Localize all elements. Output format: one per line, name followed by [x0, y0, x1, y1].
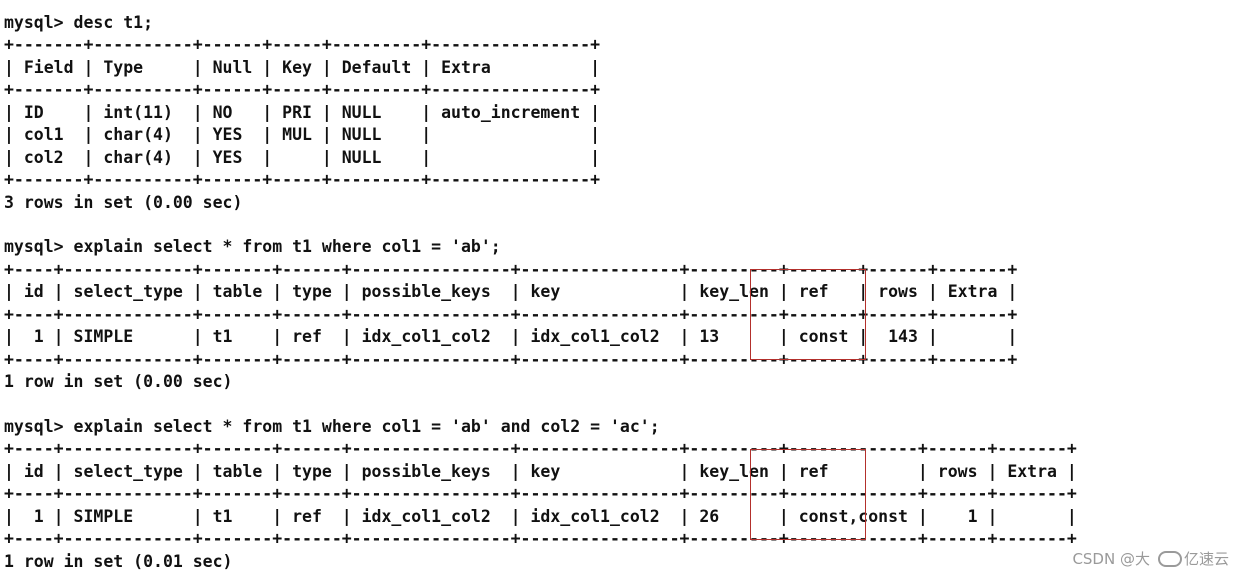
- console-line: +-------+----------+------+-----+-------…: [4, 170, 601, 190]
- key-len-highlight-box: [750, 449, 866, 540]
- console-line: +----+-------------+-------+------+-----…: [4, 439, 1077, 459]
- console-line: +-------+----------+------+-----+-------…: [4, 35, 601, 55]
- console-line: 1 row in set (0.01 sec): [4, 551, 233, 571]
- console-line: | Field | Type | Null | Key | Default | …: [4, 57, 601, 77]
- console-line: +-------+----------+------+-----+-------…: [4, 80, 601, 100]
- console-line: | col1 | char(4) | YES | MUL | NULL | |: [4, 125, 601, 145]
- console-line: +----+-------------+-------+------+-----…: [4, 259, 1018, 279]
- mysql-console-output: mysql> desc t1; +-------+----------+-----…: [4, 12, 1077, 573]
- console-line: | id | select_type | table | type | poss…: [4, 461, 1077, 481]
- watermark-brand: 亿速云: [1183, 550, 1229, 568]
- console-line: | 1 | SIMPLE | t1 | ref | idx_col1_col2 …: [4, 506, 1077, 526]
- console-line: +----+-------------+-------+------+-----…: [4, 349, 1018, 369]
- watermark-text: CSDN @大: [1072, 550, 1150, 568]
- console-line: +----+-------------+-------+------+-----…: [4, 304, 1018, 324]
- console-line: +----+-------------+-------+------+-----…: [4, 529, 1077, 549]
- console-line: mysql> desc t1;: [4, 13, 154, 32]
- console-line: 3 rows in set (0.00 sec): [4, 192, 243, 212]
- console-line: mysql> explain select * from t1 where co…: [4, 416, 660, 436]
- console-line: mysql> explain select * from t1 where co…: [4, 237, 501, 257]
- key-len-highlight-box: [750, 269, 866, 360]
- console-line: | ID | int(11) | NO | PRI | NULL | auto_…: [4, 102, 601, 122]
- console-line: +----+-------------+-------+------+-----…: [4, 484, 1077, 504]
- console-line: [4, 393, 1077, 415]
- console-line: [4, 214, 1077, 236]
- watermark: CSDN @大 亿速云: [1072, 548, 1229, 569]
- console-line: | id | select_type | table | type | poss…: [4, 282, 1018, 302]
- console-line: | col2 | char(4) | YES | | NULL | |: [4, 147, 601, 167]
- cloud-logo-icon: [1157, 550, 1182, 567]
- console-line: | 1 | SIMPLE | t1 | ref | idx_col1_col2 …: [4, 327, 1018, 347]
- console-line: 1 row in set (0.00 sec): [4, 372, 233, 391]
